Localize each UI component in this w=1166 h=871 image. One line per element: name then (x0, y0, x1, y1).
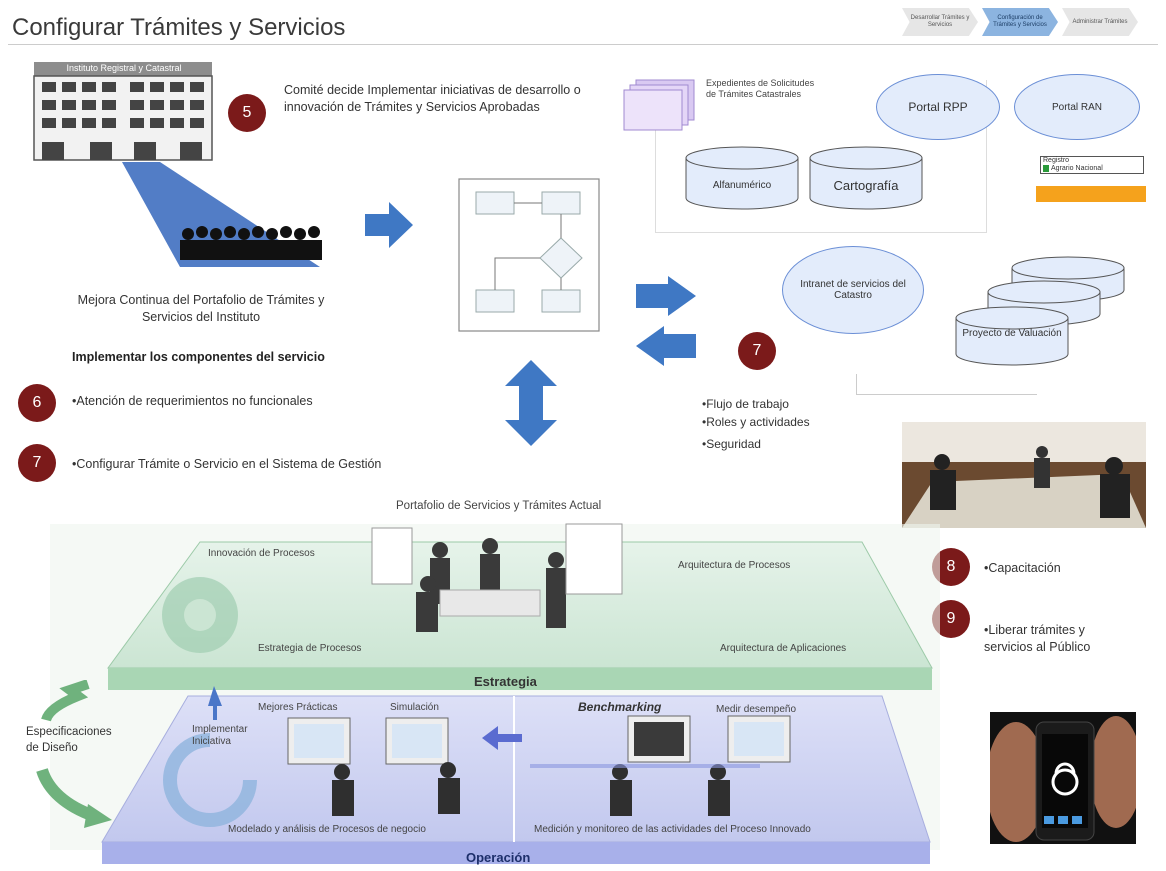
phone-unlock-image (990, 712, 1136, 844)
step-8-text: •Capacitación (984, 561, 1061, 575)
database-cylinders (685, 146, 923, 210)
proyecto-databases (955, 256, 1125, 366)
portal-ran-cloud: Portal RAN (1014, 74, 1140, 140)
cartografia-label: Cartografía (833, 178, 899, 193)
implementar-heading: Implementar los componentes del servicio (72, 350, 325, 364)
operacion-label: Operación (466, 850, 531, 865)
cartografia-database (809, 146, 923, 210)
alfanumerico-label: Alfanumérico (712, 180, 772, 191)
documents-stack-icon (623, 79, 695, 131)
systems-frame (655, 80, 987, 233)
portal-rpp-cloud: Portal RPP (876, 74, 1000, 140)
ran-legend-2: Agrario Nacional (1043, 165, 1103, 172)
step-7b-item-2: •Roles y actividades (702, 415, 810, 429)
arquitectura-aplicaciones-label: Arquitectura de Aplicaciones (720, 643, 847, 654)
intranet-cloud: Intranet de servicios del Catastro (782, 246, 924, 334)
title-divider (8, 44, 1158, 45)
audience-silhouettes (180, 226, 322, 260)
step-9-text: •Liberar trámites y servicios al Público (984, 623, 1091, 654)
training-photo (902, 422, 1146, 528)
platforms-illustration (50, 523, 940, 864)
step-7b-item-1: •Flujo de trabajo (702, 397, 789, 411)
process-step-2[interactable]: Configuración de Trámites y Servicios (982, 8, 1058, 36)
medir-desempeno-label: Medir desempeño (716, 704, 797, 715)
step-6-badge: 6 (18, 384, 56, 422)
ran-logo-bar: Registro Agrario Nacional (1040, 156, 1144, 174)
page-title: Configurar Trámites y Servicios (12, 14, 346, 41)
step-5-badge: 5 (228, 94, 266, 132)
medicion-label: Medición y monitoreo de las actividades … (534, 824, 811, 835)
arrow-right-1 (365, 202, 413, 248)
ran-legend-1: Registro (1043, 157, 1070, 164)
systems-connector (856, 374, 1037, 395)
step-7a-badge: 7 (18, 444, 56, 482)
ran-orange-bar (1036, 186, 1146, 202)
exchange-arrows (636, 276, 696, 366)
building-label: Instituto Registral y Catastral (66, 63, 182, 73)
step-6-text: •Atención de requerimientos no funcional… (72, 394, 313, 408)
expedientes-label: Expedientes de Solicitudes de Trámites C… (706, 78, 815, 99)
step-5-text: Comité decide Implementar iniciativas de… (284, 83, 581, 114)
estrategia-procesos-label: Estrategia de Procesos (258, 643, 362, 654)
especificaciones-arrows (36, 680, 112, 828)
portfolio-title: Portafolio de Servicios y Trámites Actua… (396, 500, 602, 512)
process-step-1[interactable]: Desarrollar Trámites y Servicios (902, 8, 978, 36)
simulacion-label: Simulación (390, 702, 439, 713)
arquitectura-procesos-label: Arquitectura de Procesos (678, 560, 791, 571)
modelado-label: Modelado y análisis de Procesos de negoc… (228, 824, 426, 835)
implementar-iniciativa-label: Implementar Iniciativa (192, 724, 248, 747)
building-sign (34, 62, 212, 76)
mejores-practicas-label: Mejores Prácticas (258, 702, 338, 713)
especificaciones-label: Especificaciones de Diseño (26, 726, 112, 754)
double-arrow-vertical (505, 360, 557, 446)
process-step-3[interactable]: Administrar Trámites (1062, 8, 1138, 36)
step-7a-text: •Configurar Trámite o Servicio en el Sis… (72, 457, 382, 471)
estrategia-label: Estrategia (474, 674, 537, 689)
mejora-continua-text: Mejora Continua del Portafolio de Trámit… (77, 293, 325, 324)
proyecto-label: Proyecto de Valuación (962, 328, 1062, 339)
flowchart-thumbnail (458, 178, 600, 332)
alfanumerico-database (685, 146, 799, 210)
building-illustration (33, 62, 322, 267)
step-7b-item-3: •Seguridad (702, 437, 761, 451)
benchmarking-label: Benchmarking (578, 700, 662, 714)
step-7b-badge: 7 (738, 332, 776, 370)
building-windows (42, 82, 204, 160)
innovacion-procesos-label: Innovación de Procesos (208, 548, 315, 559)
